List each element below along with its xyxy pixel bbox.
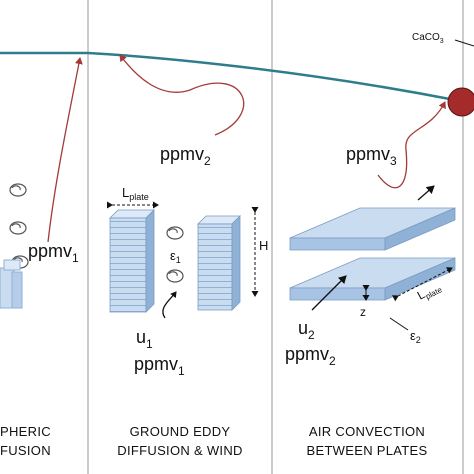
eddy-epsilon-label-p3: ε2 (410, 328, 421, 345)
plate-stack-right (197, 215, 241, 311)
convection-out-arrow (417, 185, 435, 201)
sink-pointer-line (454, 39, 474, 47)
caption-p1-line2: FUSION (0, 443, 51, 458)
epsilon-pointer (389, 317, 409, 331)
gap-label: z (360, 305, 366, 319)
panel-1: ppmv1 PHERIC FUSION (0, 57, 83, 458)
wind-label-p2: u1 (136, 327, 153, 351)
plate-length-dimension-p3 (391, 267, 453, 302)
flux-label-p1: ppmv1 (28, 241, 79, 265)
caption-p3-line1: AIR CONVECTION (309, 424, 425, 439)
caption-p3-line2: BETWEEN PLATES (307, 443, 428, 458)
flux-label-p2: ppmv2 (160, 144, 211, 168)
panel-2: ppmv2 Lplate H ε1 (107, 54, 268, 458)
caco3-sink-circle (447, 87, 474, 117)
flux-arrow-p3-inlet (368, 121, 402, 143)
flux-arrow-p3 (377, 101, 446, 189)
wind-arrow-p2 (162, 291, 177, 319)
wind-flux-label-p3: ppmv2 (285, 344, 336, 368)
plate-stack-left (109, 209, 155, 313)
sink-label: CaCO3 (412, 32, 444, 45)
concentration-trend-line (0, 51, 456, 102)
wind-label-p3: u2 (298, 318, 315, 342)
plate-upper (289, 207, 456, 251)
wind-flux-label-p2: ppmv1 (134, 354, 185, 378)
air-inflow-arrow (311, 275, 347, 311)
flux-arrow-p2 (119, 54, 245, 136)
flux-arrow-p1 (47, 57, 83, 243)
caption-p2-line1: GROUND EDDY (130, 424, 231, 439)
eddy-epsilon-label-p2: ε1 (170, 248, 181, 265)
caption-p2-line2: DIFFUSION & WIND (117, 443, 242, 458)
plate-length-label-p2: Lplate (122, 185, 149, 202)
height-label: H (259, 238, 268, 253)
eddy-icon (9, 183, 29, 269)
flux-label-p3: ppmv3 (346, 144, 397, 168)
caption-p1-line1: PHERIC (0, 424, 51, 439)
eddy-icon (166, 226, 184, 283)
panel-3: ppmv3 z Lplate ε2 u2 (285, 101, 456, 458)
building-cluster-icon (0, 259, 23, 309)
